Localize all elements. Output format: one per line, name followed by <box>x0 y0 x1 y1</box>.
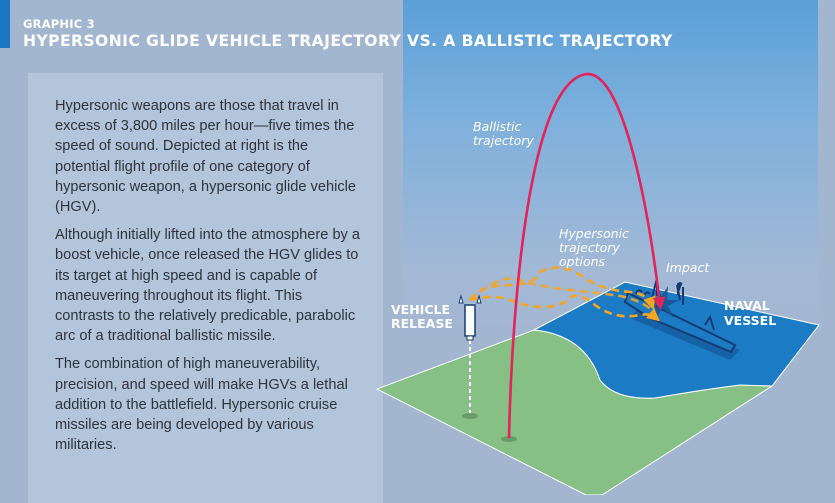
label-hypersonic-line1: Hypersonic <box>559 226 629 241</box>
ballistic-trajectory <box>507 72 666 439</box>
paragraph-lethality: The combination of high maneuverability,… <box>55 356 348 454</box>
label-naval-line2: VESSEL <box>724 313 776 328</box>
label-vehicle-line2: RELEASE <box>391 316 453 331</box>
header: GRAPHIC 3 HYPERSONIC GLIDE VEHICLE TRAJE… <box>23 17 673 51</box>
label-naval-line1: NAVAL <box>724 298 770 313</box>
accent-bar <box>0 0 10 48</box>
label-hypersonic-line2: trajectory <box>559 240 620 255</box>
label-impact: Impact <box>666 260 710 275</box>
hypersonic-trajectory-1 <box>468 266 656 310</box>
hypersonic-trajectory-3 <box>469 277 653 312</box>
hypersonic-trajectory-2 <box>469 294 660 322</box>
graphic-title: HYPERSONIC GLIDE VEHICLE TRAJECTORY VS. … <box>23 32 673 50</box>
paragraph-glide: Although initially lifted into the atmos… <box>55 227 361 345</box>
label-ballistic-line1: Ballistic <box>473 119 522 134</box>
label-vehicle-line1: VEHICLE <box>391 302 450 317</box>
label-ballistic-line2: trajectory <box>473 133 534 148</box>
launch-ground-marker <box>501 436 517 442</box>
sky-background <box>403 0 818 340</box>
description-panel: Hypersonic weapons are those that travel… <box>28 73 383 503</box>
label-hypersonic-line3: options <box>559 254 606 269</box>
paragraph-intro: Hypersonic weapons are those that travel… <box>55 98 356 216</box>
graphic-number: GRAPHIC 3 <box>23 17 95 31</box>
glide-vehicle-icon <box>458 294 482 341</box>
release-ground-marker <box>462 413 478 419</box>
